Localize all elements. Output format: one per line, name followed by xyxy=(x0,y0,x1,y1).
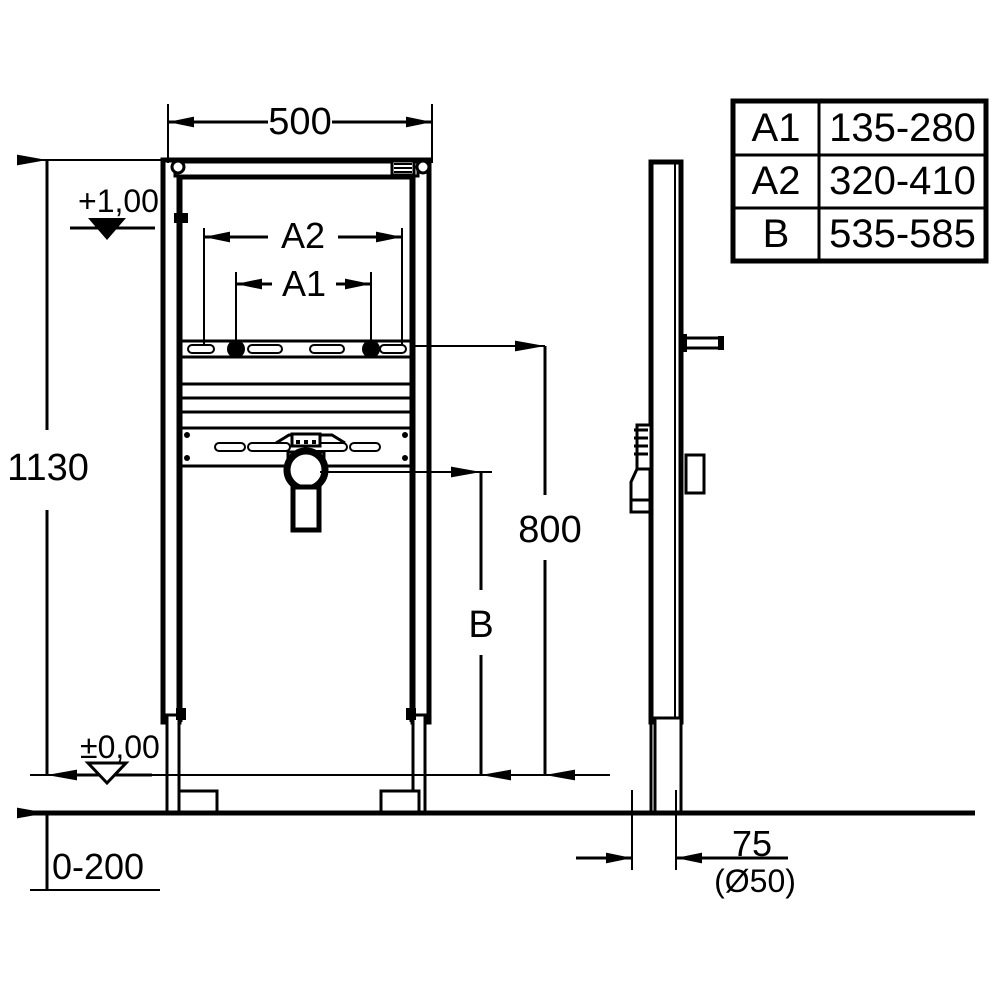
level-marker-datum xyxy=(84,761,130,786)
rail-rivet xyxy=(402,432,408,438)
side-leg xyxy=(653,716,683,815)
side-waste-elbow xyxy=(629,468,651,514)
upper-mounting-rail xyxy=(179,339,413,359)
dimension-label-depth: 75 xyxy=(731,823,773,864)
side-post xyxy=(648,159,684,725)
mounting-bolt-left xyxy=(227,340,245,358)
dimension-label-b: B xyxy=(468,604,494,646)
rail-slot xyxy=(214,442,246,452)
rail-slot xyxy=(379,344,407,354)
table-row-label-a2: A2 xyxy=(751,159,801,203)
level-label-datum: ±0,00 xyxy=(80,729,160,765)
level-label-upper: +1,00 xyxy=(78,183,159,219)
rail-rivet xyxy=(184,455,190,461)
rail-slot xyxy=(349,442,381,452)
dimension-A2 xyxy=(203,228,403,345)
table-row-value-b: 535-585 xyxy=(829,212,976,256)
dimension-label-a1: A1 xyxy=(281,263,327,304)
frame-top-right-eyelet xyxy=(415,159,431,175)
dimension-label-a2: A2 xyxy=(280,215,326,256)
side-view-frame xyxy=(629,159,724,816)
rail-slot xyxy=(247,442,291,452)
frame-left-side-bracket xyxy=(174,213,188,223)
frame-top-left-eyelet xyxy=(170,159,186,175)
table-row-value-a2: 320-410 xyxy=(829,159,976,203)
rail-slot xyxy=(309,344,345,354)
dimension-0-200 xyxy=(17,807,160,891)
dimension-label-width: 500 xyxy=(268,101,332,143)
frame-right-foot xyxy=(379,789,421,815)
mounting-bolt-right xyxy=(362,340,380,358)
outlet-pipe-circle xyxy=(283,447,329,493)
frame-right-rail xyxy=(410,157,432,725)
variants-table-frame xyxy=(730,98,989,264)
rail-rivet xyxy=(402,455,408,461)
side-access-fitting xyxy=(684,453,706,495)
side-bracket-ribs xyxy=(634,423,653,471)
frame-left-foot xyxy=(177,789,219,815)
outlet-downpipe xyxy=(290,484,322,533)
rail-brace-right xyxy=(320,433,346,445)
dimension-75 xyxy=(576,790,788,870)
dimension-A1 xyxy=(235,272,372,345)
dimension-label-outlet-height: 800 xyxy=(518,509,582,551)
rail-rivet xyxy=(184,432,190,438)
rail-slot xyxy=(187,344,215,354)
frame-left-rail xyxy=(160,157,182,725)
dimension-800 xyxy=(410,340,610,781)
level-marker-upper xyxy=(62,218,155,777)
dimension-500 xyxy=(167,104,433,163)
frame-top-fitting-detail xyxy=(394,163,412,173)
dimension-label-height: 1130 xyxy=(7,447,89,489)
front-view-frame xyxy=(160,157,432,815)
table-row-value-a1: 135-280 xyxy=(829,105,976,150)
dimension-label-foot-range: 0-200 xyxy=(52,846,145,887)
dimension-B xyxy=(320,466,511,781)
dimension-label-pipe-diameter: (Ø50) xyxy=(714,863,796,899)
table-row-label-a1: A1 xyxy=(751,105,801,150)
waste-outlet-assembly xyxy=(283,432,329,533)
frame-top-crossbar xyxy=(173,160,420,178)
rail-slot xyxy=(247,344,283,354)
table-row-label-b: B xyxy=(762,212,790,256)
side-tap-arm xyxy=(681,334,724,352)
